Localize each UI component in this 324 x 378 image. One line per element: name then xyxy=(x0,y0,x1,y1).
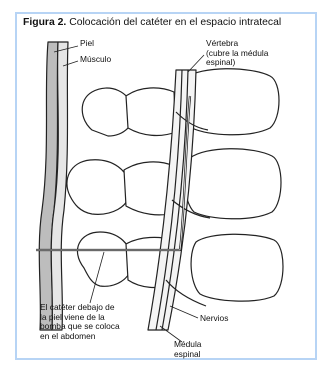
vertebra-body-middle xyxy=(184,149,281,219)
label-vertebra: Vértebra (cubre la médula espinal) xyxy=(206,39,268,68)
label-catheter: El catéter debajo de la piel viene de la… xyxy=(40,303,120,341)
spinous-process-middle xyxy=(67,160,130,215)
lamina-upper xyxy=(126,88,176,136)
vertebra-body-lower xyxy=(191,234,283,301)
label-muscle: Músculo xyxy=(80,55,111,65)
label-spinal-cord: Médula espinal xyxy=(174,340,201,359)
label-skin: Piel xyxy=(80,39,94,49)
label-nerves: Nervios xyxy=(200,314,228,324)
leader-nerves xyxy=(170,306,198,318)
spinous-process-lower xyxy=(77,232,132,286)
